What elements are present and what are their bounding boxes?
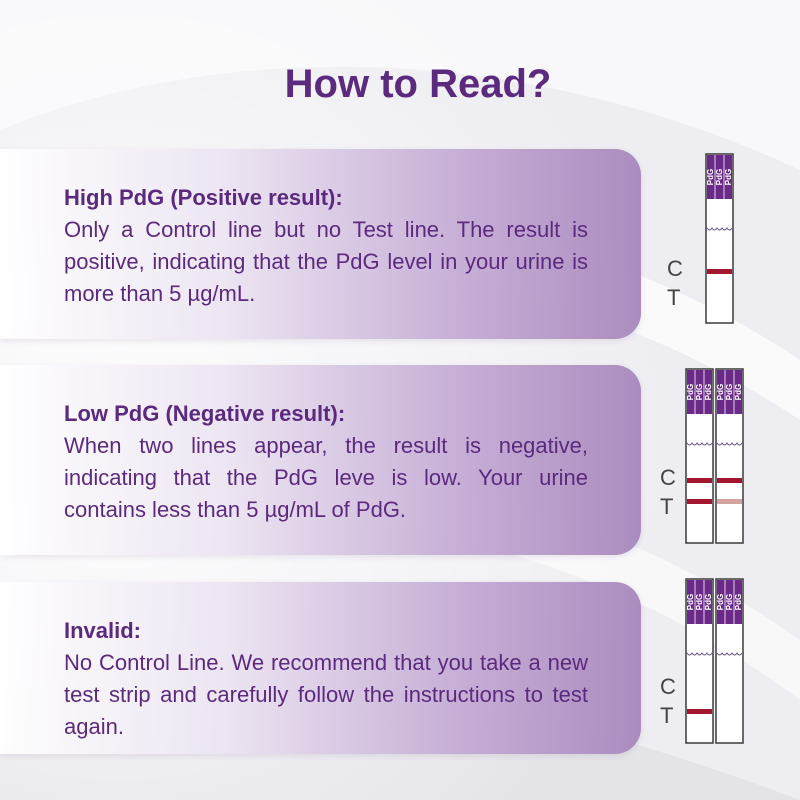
strip-brand-label: PdG [686, 594, 695, 610]
control-line [687, 478, 712, 483]
control-line [717, 478, 742, 483]
ct-markers-3: C T [660, 672, 676, 730]
test-line [717, 499, 742, 504]
strip-brand-label: PdG [706, 169, 715, 185]
max-line [716, 652, 743, 656]
result-description: Only a Control line but no Test line. Th… [64, 217, 588, 306]
test-marker: T [667, 285, 681, 310]
ct-markers-1: C T [667, 254, 683, 312]
strip-brand-label: PdG [734, 384, 743, 400]
max-line [706, 227, 733, 231]
ct-markers-2: C T [660, 463, 676, 521]
control-line [707, 269, 732, 274]
strip-header [687, 370, 712, 414]
strip-brand-label: PdG [734, 594, 743, 610]
test-marker: T [660, 703, 674, 728]
test-line [687, 709, 712, 714]
result-description: No Control Line. We recommend that you t… [64, 650, 588, 739]
page-title: How to Read? [284, 62, 552, 106]
control-marker: C [660, 465, 676, 490]
result-heading: High PdG (Positive result): [64, 185, 343, 210]
result-card-positive: High PdG (Positive result): Only a Contr… [0, 149, 641, 339]
strip-brand-label: PdG [716, 384, 725, 400]
strip-brand-label: PdG [704, 384, 713, 400]
result-card-negative: Low PdG (Negative result): When two line… [0, 365, 641, 555]
strip-header [687, 580, 712, 624]
strip-brand-label: PdG [686, 384, 695, 400]
strip-brand-label: PdG [704, 594, 713, 610]
test-marker: T [660, 494, 674, 519]
strip-brand-label: PdG [725, 594, 734, 610]
strip-brand-label: PdG [716, 594, 725, 610]
strip-brand-label: PdG [724, 169, 733, 185]
max-line [716, 442, 743, 446]
strip-brand-label: PdG [725, 384, 734, 400]
result-card-invalid: Invalid: No Control Line. We recommend t… [0, 582, 641, 754]
control-marker: C [660, 674, 676, 699]
strip-header [707, 155, 732, 199]
control-marker: C [667, 256, 683, 281]
strip-brand-label: PdG [695, 594, 704, 610]
strip-header [717, 580, 742, 624]
max-line [686, 442, 713, 446]
result-heading: Invalid: [64, 618, 142, 643]
result-heading: Low PdG (Negative result): [64, 401, 346, 426]
strip-brand-label: PdG [695, 384, 704, 400]
strip-brand-label: PdG [715, 169, 724, 185]
test-line [687, 499, 712, 504]
max-line [686, 652, 713, 656]
result-description: When two lines appear, the result is neg… [64, 433, 588, 522]
strip-header [717, 370, 742, 414]
